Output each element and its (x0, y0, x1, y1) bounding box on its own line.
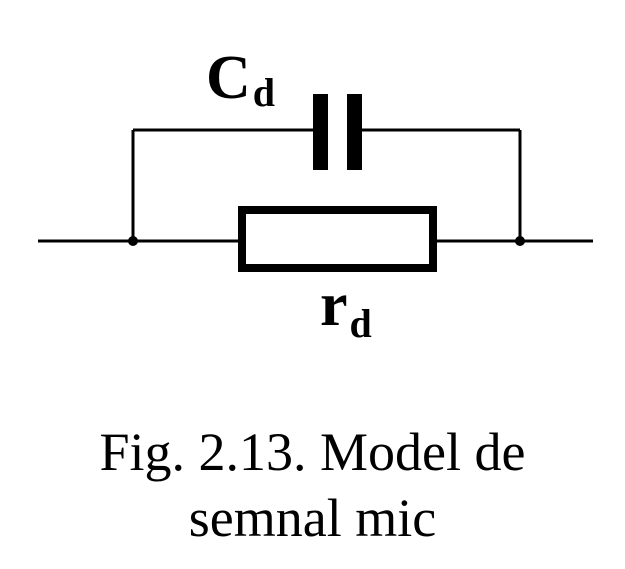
capacitor-plate-right (347, 94, 362, 170)
right-junction-dot (515, 236, 525, 246)
capacitor-label: Cd (206, 44, 275, 115)
left-junction-dot (128, 236, 138, 246)
resistor-label-subscript: d (350, 301, 372, 346)
resistor-label: rd (320, 271, 372, 346)
capacitor-label-subscript: d (253, 70, 275, 115)
capacitor-label-symbol: C (206, 44, 251, 112)
resistor-body (238, 206, 437, 272)
resistor-label-symbol: r (320, 271, 348, 339)
capacitor-plate-left (313, 94, 328, 170)
circuit-diagram: Cd rd (38, 44, 593, 346)
figure-caption-line-2: semnal mic (188, 488, 437, 548)
figure-caption-line-1: Fig. 2.13. Model de (99, 422, 526, 482)
